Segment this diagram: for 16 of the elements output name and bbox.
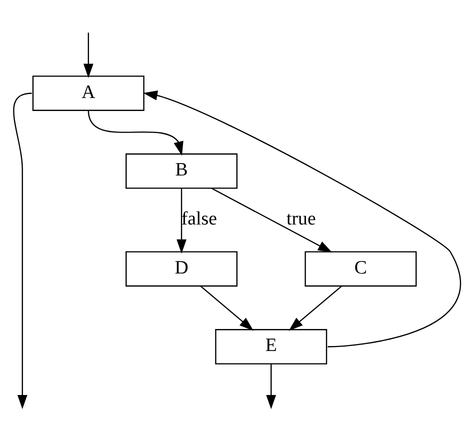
node-box: C xyxy=(304,251,417,287)
arrow xyxy=(176,188,186,254)
arrow xyxy=(83,32,94,78)
node-box: E xyxy=(215,329,328,364)
edge-label: false xyxy=(181,208,218,230)
node-box: D xyxy=(126,251,238,287)
edge-label: true xyxy=(286,208,316,230)
node-box: A xyxy=(32,76,144,111)
node-box: B xyxy=(126,153,238,189)
arrow xyxy=(143,90,461,348)
arrow xyxy=(13,92,32,410)
arrow xyxy=(88,110,184,156)
arrow xyxy=(200,286,254,331)
arrow xyxy=(211,188,332,253)
arrow xyxy=(266,364,276,410)
arrow xyxy=(288,286,342,331)
